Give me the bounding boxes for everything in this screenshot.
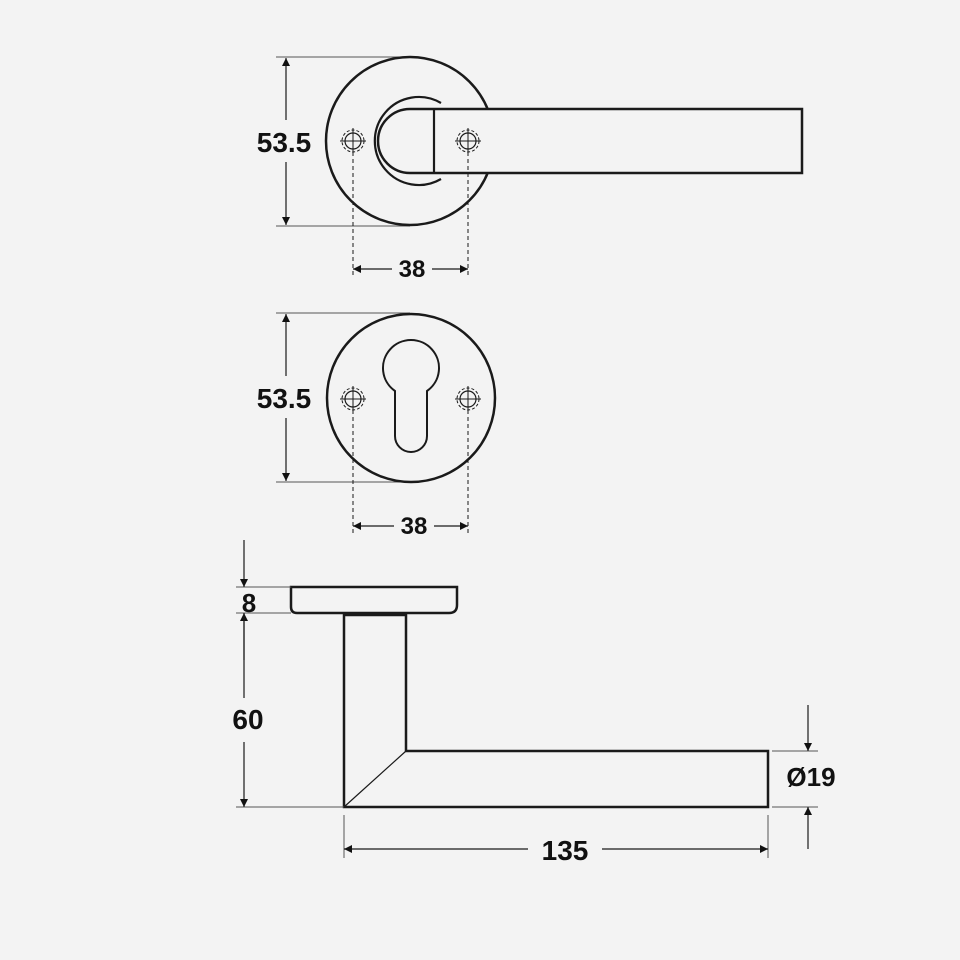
escutcheon-outline: [325, 312, 497, 484]
escutcheon-height-dimension: 53.5: [257, 383, 312, 414]
top-hole-spacing-dimension: 38: [399, 256, 426, 283]
lever-body: [342, 613, 770, 809]
rose-thickness-dimension: 8: [242, 588, 256, 618]
cylinder-cutout: [382, 339, 440, 453]
lever-outline: [376, 107, 804, 175]
side-view: [236, 540, 818, 858]
escutcheon-hole-spacing-dimension: 38: [401, 513, 428, 540]
top-height-dimension: 53.5: [257, 127, 312, 158]
rose-plate: [289, 585, 459, 615]
lever-neck: [373, 95, 442, 187]
projection-dimension: 60: [232, 704, 263, 735]
lever-diameter-dimension: Ø19: [786, 762, 835, 792]
escutcheon-view: [276, 312, 497, 534]
lever-length-dimension: 135: [542, 835, 589, 866]
lever-mitre-line: [343, 750, 407, 808]
screw-hole-left: [340, 386, 366, 412]
top-view: [276, 55, 804, 276]
